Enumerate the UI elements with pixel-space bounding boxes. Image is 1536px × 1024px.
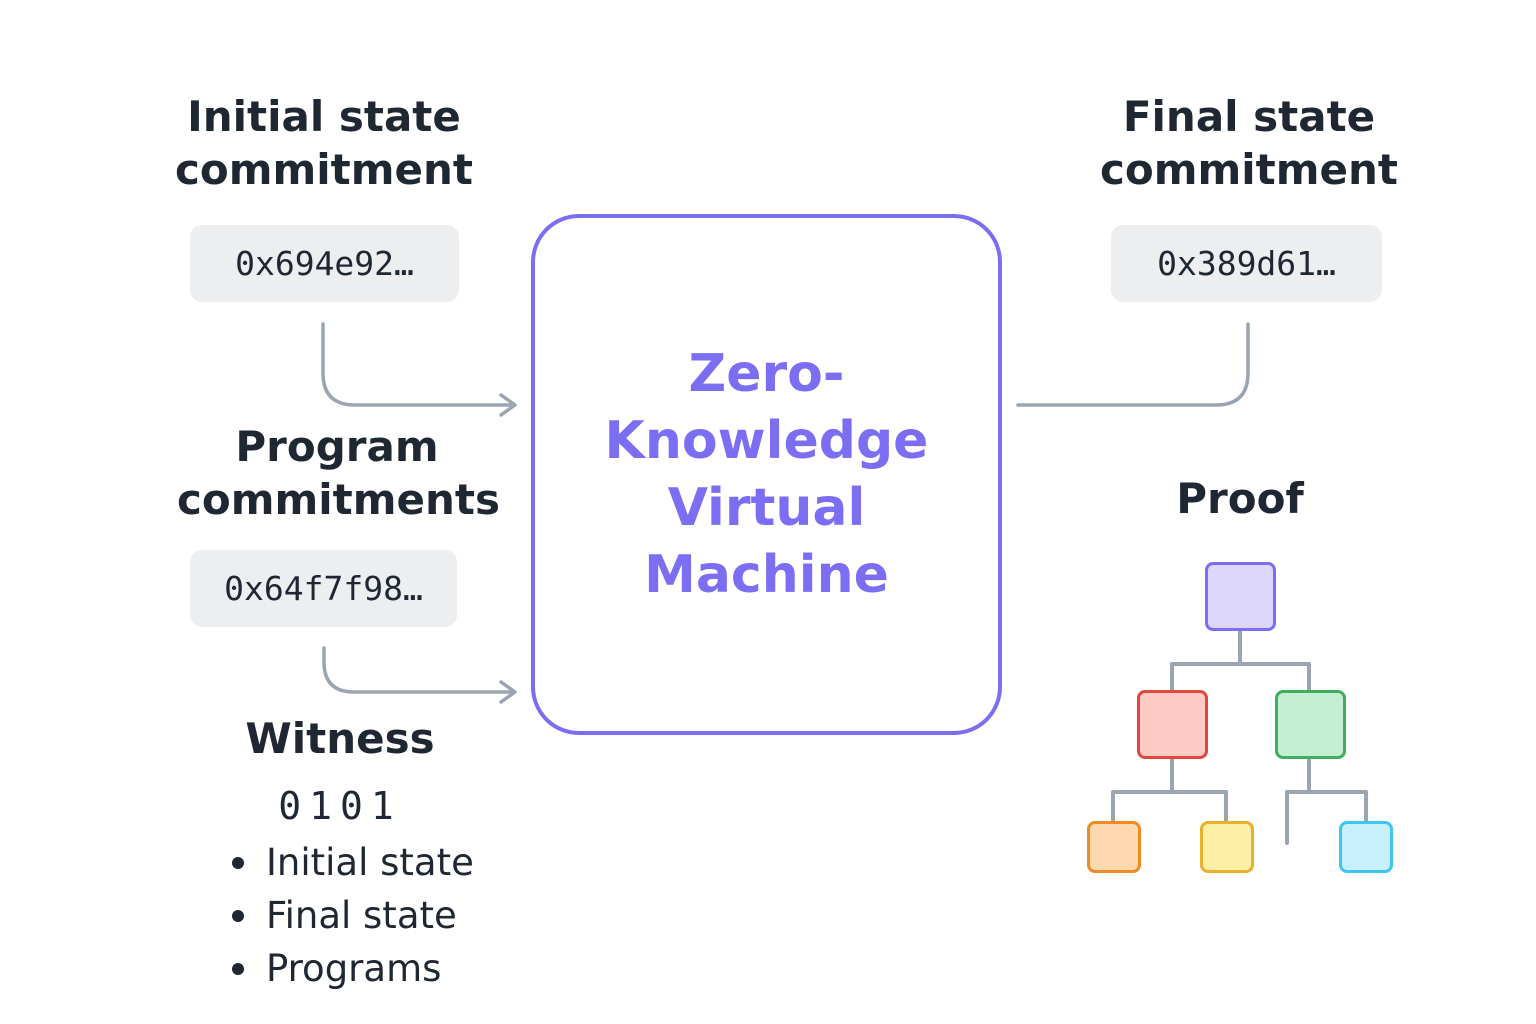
proof-heading: Proof: [1176, 474, 1304, 523]
proof-node-red: [1137, 690, 1208, 759]
vm-to-final-connector: [1016, 322, 1250, 407]
initial-arrowhead: [499, 393, 517, 417]
zkvm-title-line4: Machine: [644, 544, 889, 605]
initial-state-heading-line2: commitment: [175, 145, 473, 194]
witness-item-label: Programs: [266, 947, 442, 990]
program-arrowhead: [499, 680, 517, 704]
witness-item-label: Initial state: [266, 841, 474, 884]
zkvm-title-line2: Knowledge: [604, 410, 929, 471]
proof-node-orange: [1087, 821, 1141, 873]
witness-item: Programs: [228, 942, 474, 995]
tree-edge-left-bar: [1111, 790, 1228, 823]
program-to-vm-arrow: [322, 646, 514, 694]
tree-edge-right-bar: [1285, 790, 1368, 845]
bullet-icon: [232, 910, 244, 922]
initial-state-heading: Initial state commitment: [174, 90, 474, 196]
zkvm-title-line3: Virtual: [667, 477, 866, 538]
witness-list: Initial state Final state Programs: [228, 836, 474, 995]
zkvm-title-line1: Zero-: [688, 343, 845, 404]
initial-to-vm-arrow: [321, 322, 514, 407]
proof-node-blue: [1339, 821, 1393, 873]
witness-item: Initial state: [228, 836, 474, 889]
final-state-heading-line1: Final state: [1122, 92, 1376, 141]
final-state-heading: Final state commitment: [1098, 90, 1400, 196]
witness-bits: 0101: [278, 784, 402, 828]
program-commitment-hash: 0x64f7f98…: [190, 550, 457, 627]
final-state-heading-line2: commitment: [1100, 145, 1398, 194]
program-heading-line2: commitments: [177, 475, 500, 524]
final-state-hash: 0x389d61…: [1111, 225, 1382, 302]
zkvm-title: Zero- Knowledge Virtual Machine: [605, 341, 929, 609]
initial-state-hash: 0x694e92…: [190, 225, 459, 302]
bullet-icon: [232, 963, 244, 975]
proof-root-node: [1205, 562, 1276, 631]
witness-item-label: Final state: [266, 894, 457, 937]
program-heading-line1: Program: [235, 422, 439, 471]
proof-node-green: [1275, 690, 1346, 759]
witness-item: Final state: [228, 889, 474, 942]
tree-edge-level1-bar: [1170, 662, 1311, 692]
witness-heading: Witness: [245, 714, 435, 763]
initial-state-heading-line1: Initial state: [187, 92, 461, 141]
zkvm-box: Zero- Knowledge Virtual Machine: [531, 214, 1002, 735]
proof-node-yellow: [1200, 821, 1254, 873]
bullet-icon: [232, 857, 244, 869]
program-commitments-heading: Program commitments: [177, 420, 500, 526]
